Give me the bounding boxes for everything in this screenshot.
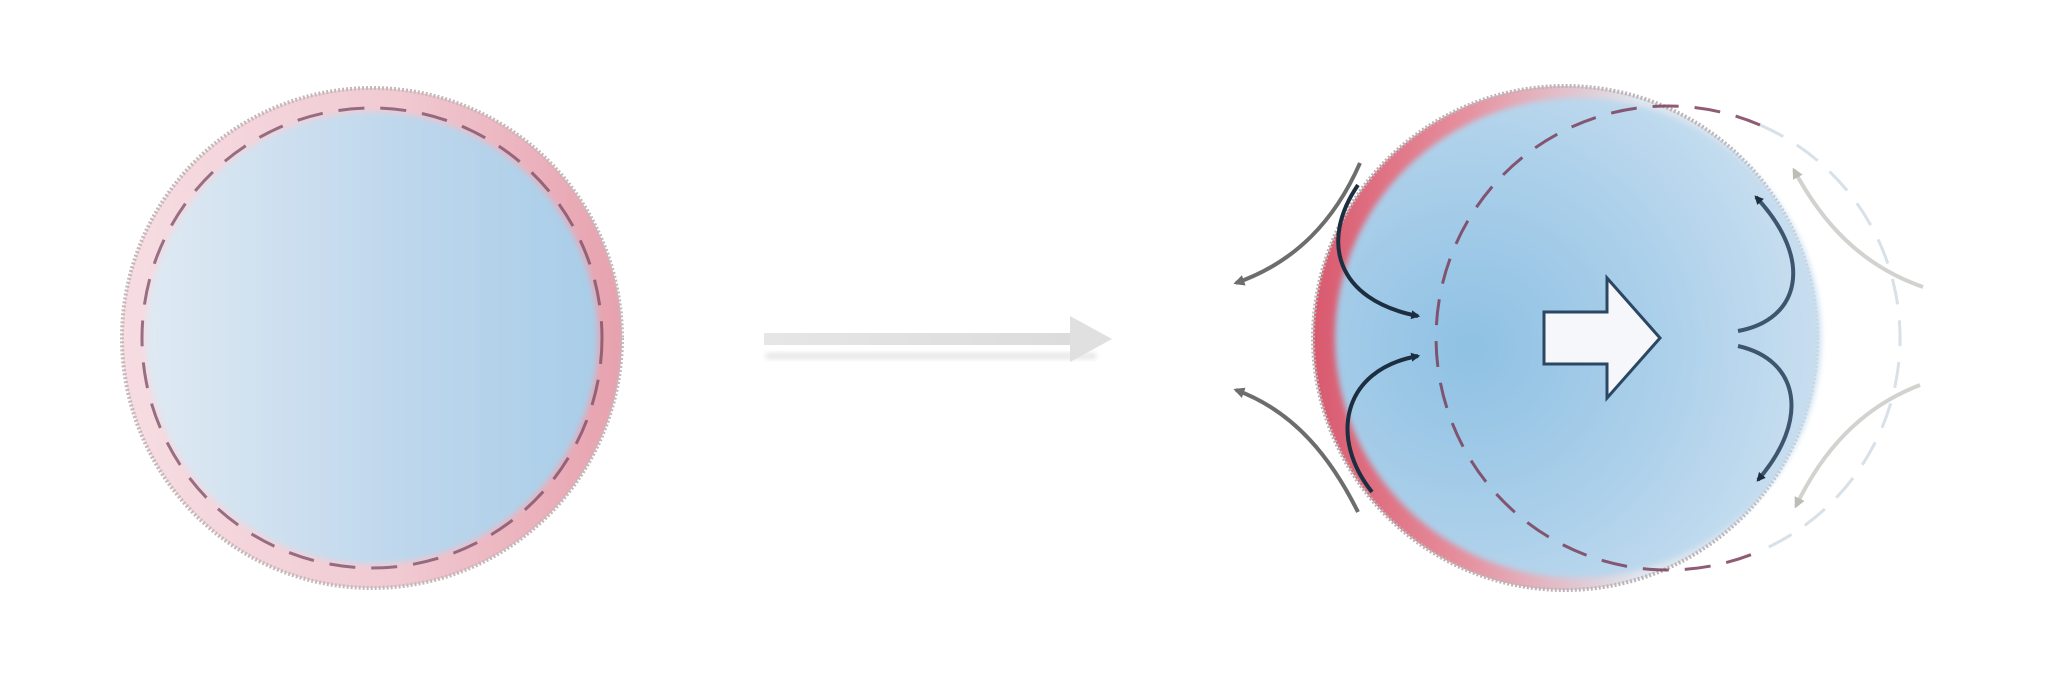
outer-flow <box>1233 162 1924 513</box>
block-arrow-right-icon <box>1542 274 1663 402</box>
outer-arrow-rear-upper <box>1233 162 1362 286</box>
outer-arrow-front-upper <box>1792 167 1924 289</box>
cell-outline <box>120 86 624 590</box>
cell-cortex-dashed <box>1434 104 1761 572</box>
curved-arrow-rear-upper <box>1336 183 1421 320</box>
curved-arrow-rear-lower <box>1345 352 1421 494</box>
long-arrow-right-icon <box>764 316 1112 362</box>
curved-arrow-front-upper <box>1737 195 1796 333</box>
cell-cortex-dashed-front <box>1759 123 1902 553</box>
cell-cytoplasm <box>146 112 598 564</box>
outer-arrow-front-lower <box>1794 383 1921 509</box>
outer-arrow-rear-lower <box>1233 387 1360 513</box>
cell-cortex-dashed <box>140 106 604 570</box>
curved-arrow-front-lower <box>1737 344 1794 482</box>
cell-symmetric <box>120 86 624 590</box>
cell-polarized <box>1311 84 1902 592</box>
